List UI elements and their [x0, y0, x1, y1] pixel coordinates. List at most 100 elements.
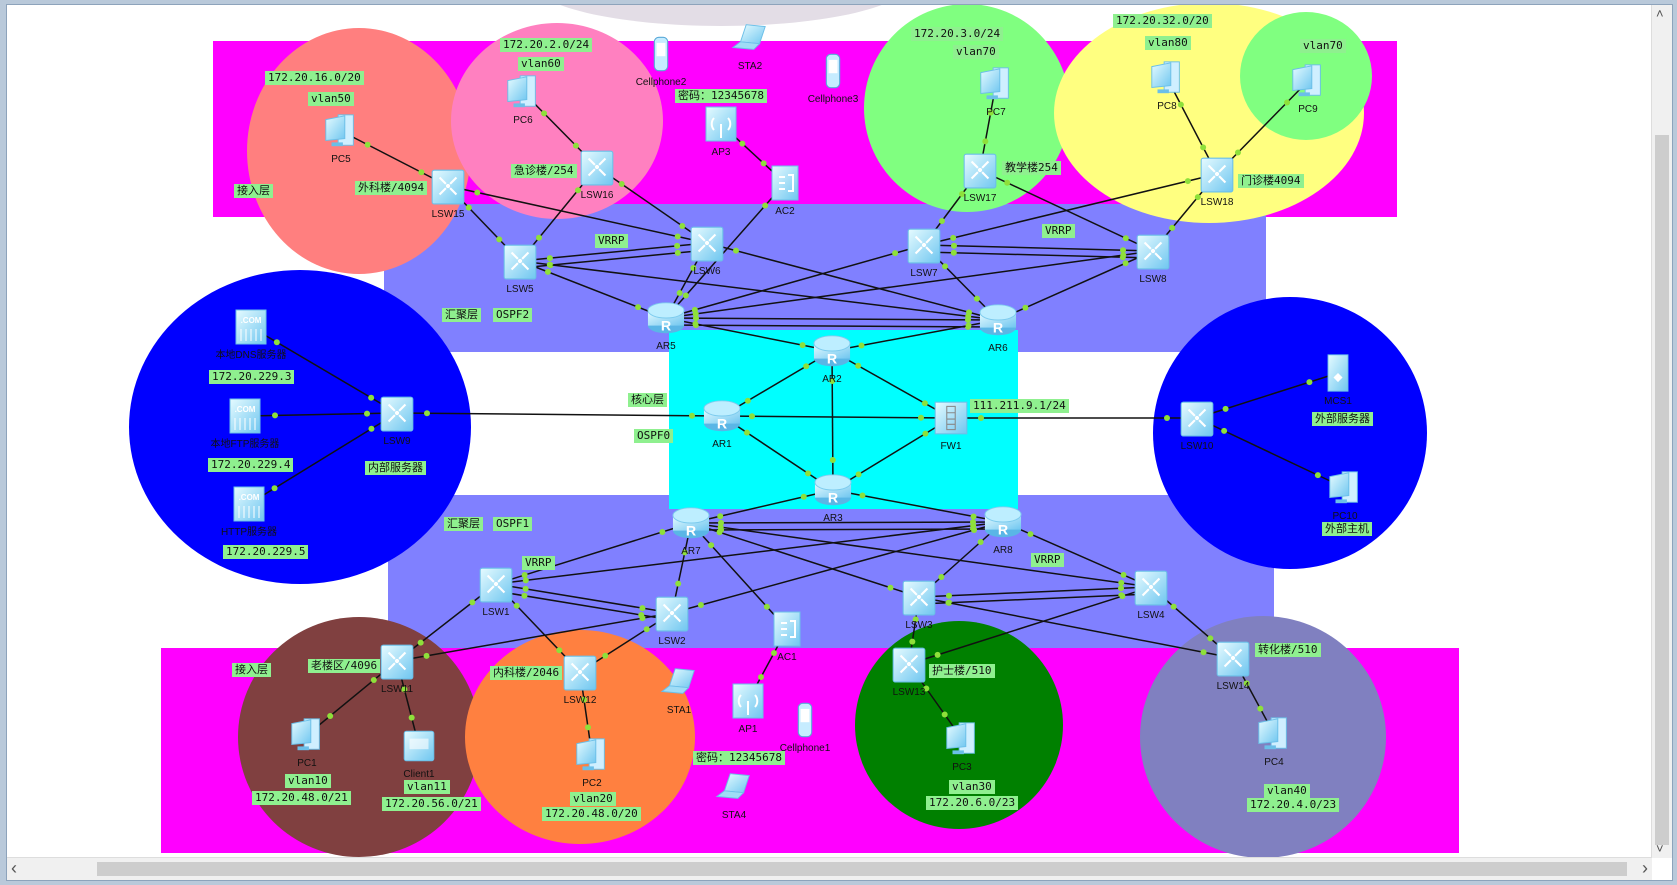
node-pc10[interactable]: PC10	[1329, 471, 1358, 522]
vertical-scrollbar[interactable]: ˄ ˅	[1651, 5, 1672, 858]
node-ar8[interactable]: AR8	[984, 506, 1022, 556]
link-AR1-FW1[interactable]	[721, 415, 952, 419]
topology-canvas[interactable]: R .COM	[7, 5, 1672, 880]
link-AR7-LSW1[interactable]	[495, 522, 692, 585]
link-AR7-AR8[interactable]	[690, 521, 1004, 524]
node-ar6[interactable]: AR6	[979, 304, 1017, 354]
link-LSW8-AR5[interactable]	[665, 250, 1154, 319]
link-AR2-AR3[interactable]	[831, 350, 834, 491]
node-lsw11[interactable]: LSW11	[380, 644, 414, 695]
link-AR8-LSW2[interactable]	[671, 521, 1004, 614]
link-AR7-LSW4[interactable]	[690, 522, 1152, 588]
node-sta2[interactable]: STA2	[732, 24, 766, 72]
node-lsw15[interactable]: LSW15	[431, 169, 465, 220]
link-LSW3-LSW4[interactable]	[919, 593, 1152, 605]
scroll-up-button[interactable]: ˄	[1656, 6, 1664, 21]
node-ar1[interactable]: AR1	[703, 400, 741, 450]
node-fw1[interactable]: FW1	[934, 401, 968, 452]
scroll-left-button[interactable]: ‹	[11, 858, 17, 878]
link-LSW2-LSW11[interactable]	[396, 612, 673, 662]
node-ap1[interactable]: AP1	[731, 682, 765, 735]
link-LSW7-LSW8[interactable]	[923, 244, 1154, 252]
scroll-down-button[interactable]: ˅	[1656, 841, 1664, 856]
link-LSW6-AR6[interactable]	[706, 242, 999, 321]
link-PC5-LSW15[interactable]	[340, 130, 449, 187]
node-cellphone2[interactable]: Cellphone2	[636, 36, 687, 88]
node-lsw5[interactable]: LSW5	[503, 244, 537, 295]
node-sta4[interactable]: STA4	[716, 773, 750, 821]
link-AR2-FW1[interactable]	[831, 350, 952, 419]
link-AR5-AR6[interactable]	[665, 324, 998, 328]
node-本地ftp服务器[interactable]: 本地FTP服务器	[211, 398, 280, 450]
link-LSW4-LSW13[interactable]	[908, 586, 1152, 665]
node-cellphone3[interactable]: Cellphone3	[808, 53, 859, 105]
link-LSW1-LSW11[interactable]	[396, 583, 497, 662]
node-pc1[interactable]: PC1	[291, 718, 320, 769]
link-LSW5-AR6[interactable]	[519, 260, 999, 321]
scroll-right-button[interactable]: ›	[1642, 858, 1648, 878]
annotation-label: 密码：12345678	[675, 89, 767, 103]
node-本地dns服务器[interactable]: 本地DNS服务器	[215, 309, 287, 361]
link-本地FTP服务器-LSW9[interactable]	[244, 412, 398, 417]
node-lsw2[interactable]: LSW2	[655, 596, 689, 647]
node-sta1[interactable]: STA1	[661, 668, 695, 716]
node-lsw10[interactable]: LSW10	[1180, 401, 1214, 452]
link-AR3-AR7[interactable]	[690, 489, 834, 524]
link-LSW9-AR1[interactable]	[396, 412, 723, 417]
node-cellphone1[interactable]: Cellphone1	[780, 702, 831, 754]
node-http服务器[interactable]: HTTP服务器	[221, 486, 277, 538]
link-LSW10-MCS1[interactable]	[1196, 372, 1339, 419]
link-AR1-AR3[interactable]	[721, 415, 834, 491]
link-AR8-LSW4[interactable]	[1002, 521, 1152, 588]
link-AR8-LSW1[interactable]	[495, 521, 1004, 585]
node-lsw8[interactable]: LSW8	[1136, 234, 1170, 285]
node-lsw7[interactable]: LSW7	[907, 228, 941, 279]
link-LSW16-LSW6[interactable]	[596, 166, 708, 244]
node-lsw13[interactable]: LSW13	[892, 647, 926, 698]
node-lsw16[interactable]: LSW16	[580, 150, 614, 201]
link-LSW18-LSW7[interactable]	[923, 173, 1218, 246]
node-pc7[interactable]: PC7	[980, 67, 1009, 118]
node-pc5[interactable]: PC5	[325, 114, 354, 165]
link-FW1-AR3[interactable]	[832, 417, 952, 491]
link-LSW7-AR5[interactable]	[665, 244, 925, 319]
link-AR5-AR6[interactable]	[665, 317, 999, 321]
node-ar7[interactable]: AR7	[672, 507, 710, 557]
node-ar3[interactable]: AR3	[814, 474, 852, 524]
node-lsw18[interactable]: LSW18	[1200, 157, 1234, 208]
link-LSW3-LSW14[interactable]	[918, 596, 1234, 659]
port-indicator	[892, 250, 899, 257]
node-pc3[interactable]: PC3	[946, 722, 975, 773]
node-lsw9[interactable]: LSW9	[380, 396, 414, 447]
link-LSW3-LSW4[interactable]	[918, 586, 1152, 598]
node-ac2[interactable]: AC2	[770, 164, 800, 217]
node-lsw4[interactable]: LSW4	[1134, 570, 1168, 621]
node-lsw6[interactable]: LSW6	[690, 226, 724, 277]
node-ap3[interactable]: AP3	[704, 105, 738, 158]
horizontal-scroll-thumb[interactable]	[97, 862, 1627, 876]
link-LSW15-LSW6[interactable]	[447, 185, 708, 244]
node-lsw3[interactable]: LSW3	[902, 580, 936, 631]
node-client1[interactable]: Client1	[403, 730, 435, 780]
node-pc2[interactable]: PC2	[576, 738, 605, 789]
link-AR7-AC1[interactable]	[690, 522, 788, 630]
link-AR2-AR1[interactable]	[721, 350, 833, 417]
node-pc8[interactable]: PC8	[1151, 61, 1180, 112]
node-ar2[interactable]: AR2	[813, 335, 851, 385]
node-pc4[interactable]: PC4	[1258, 717, 1287, 768]
link-AR7-LSW3[interactable]	[690, 522, 920, 598]
node-lsw12[interactable]: LSW12	[563, 655, 597, 706]
vertical-scroll-thumb[interactable]	[1655, 135, 1669, 845]
node-pc6[interactable]: PC6	[507, 75, 536, 126]
node-lsw14[interactable]: LSW14	[1216, 641, 1250, 692]
node-ar5[interactable]: AR5	[647, 302, 685, 352]
horizontal-scrollbar[interactable]: ‹ ›	[7, 857, 1652, 880]
link-LSW5-AR5[interactable]	[519, 260, 667, 319]
node-mcs1[interactable]: MCS1	[1324, 354, 1352, 407]
node-pc9[interactable]: PC9	[1292, 64, 1321, 115]
node-lsw1[interactable]: LSW1	[479, 567, 513, 618]
port-indicator	[602, 652, 609, 659]
node-lsw17[interactable]: LSW17	[963, 153, 997, 204]
node-ac1[interactable]: AC1	[772, 610, 802, 663]
port-indicator	[474, 189, 481, 196]
